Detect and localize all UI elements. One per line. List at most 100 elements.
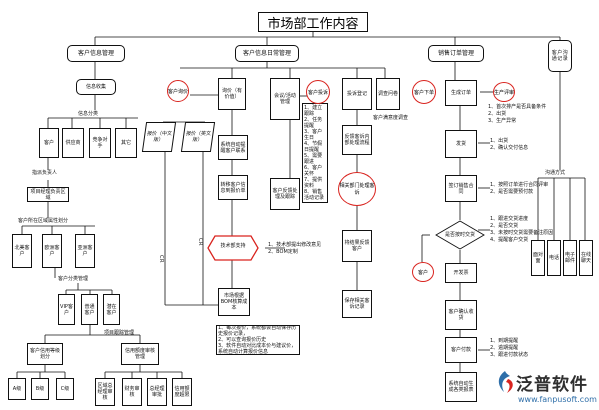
ship-box: 发货: [445, 130, 477, 158]
ship-note-1: 1、出货: [490, 138, 509, 144]
tech-support-hex: [207, 235, 259, 261]
hist-note-3: 3、软件自动对比成本价与建议价，: [218, 343, 297, 349]
audit-gm: 总经理审批: [147, 378, 167, 406]
ship-note-2: 2、确认交付信息: [490, 145, 529, 151]
delivery-diamond: [435, 220, 485, 250]
inquiry-circle: 客户询价: [167, 80, 189, 102]
prod-note-1: 1、首次排产是否具备条件: [488, 104, 547, 110]
tech-support-label: 技术部支持: [220, 243, 246, 249]
pay-note-2: 2、逾期提醒: [490, 345, 519, 351]
customer-circle: 客户: [412, 262, 434, 282]
invoice-box: 开发票: [445, 263, 477, 283]
methods-label: 沟通方式: [545, 170, 566, 176]
sys-review: 系统自动提醒客户联系: [218, 135, 248, 160]
report-box: 系统自动生成各类报表: [445, 372, 477, 402]
tech-note-1: 1、技术部提出修改意见: [268, 242, 322, 248]
hist-note-4: 系统自动计算报价信息: [218, 349, 269, 355]
tech-note-2: 2、BOM定制: [268, 249, 298, 255]
delivery-note-4: 4、提醒客户交货: [490, 237, 529, 243]
side-item-2: 2、任务提醒: [304, 117, 323, 129]
sub-vip: VIP客户: [58, 294, 75, 325]
cat-customer: 客户: [39, 128, 59, 158]
staffing: 项目经理负责区域: [27, 187, 69, 202]
side-item-1: 1、建立跟踪: [304, 105, 323, 117]
audit-finance: 财务审核: [122, 378, 142, 406]
col-daily-mgmt: 客户信息日常管理: [235, 45, 299, 62]
contract-note-2: 2、是否需要预付款: [490, 189, 534, 195]
assign-label: 指派负责人: [32, 170, 58, 176]
level-b: B级: [31, 378, 49, 400]
payment-box: 客户付款: [445, 337, 477, 363]
dispatch-box: 反馈客诉内部处理流程: [342, 125, 372, 155]
fanpu-logo: 泛普软件 www.fanpusoft.com: [494, 368, 599, 410]
bid-box: 询价（有价值）: [218, 78, 246, 110]
audit-limit: 信用额度超限: [172, 378, 192, 406]
side-item-8: 8、销售活动记录: [304, 189, 325, 201]
region-attr-label: 客户所在区域属性划分: [18, 218, 69, 224]
cr-label-1: CR: [158, 255, 164, 263]
col-sales-order: 销售订单管理: [428, 45, 484, 62]
side-item-4: 4、节假日提醒: [304, 141, 323, 153]
logo-mark-icon: [498, 371, 513, 393]
side-item-7: 7、提供资料: [304, 177, 323, 189]
hist-note-1: 1、每次报价，系统都会自动保存历史报价记录，: [218, 325, 297, 337]
order-box: 生成订单: [445, 80, 477, 106]
order-circle: 客户下单: [412, 80, 436, 104]
level-c: C级: [56, 378, 74, 400]
followup-notes: 1、建立跟踪 2、任务提醒 3、客户生日 4、节假日提醒 5、需要跟进 6、客户…: [302, 103, 328, 203]
info-classify-label: 信息分类: [78, 111, 99, 117]
feedback-box: 客户反馈处理及跟踪: [270, 178, 300, 210]
region-eu: 欧洲客户: [42, 234, 62, 268]
info-collect: 信息收集: [76, 79, 116, 95]
contract-box: 签订销售合同: [445, 175, 477, 202]
col-communication: 客户沟通记录: [548, 40, 572, 72]
delivery-note-3: 3、未按时交货需要备注原因: [490, 230, 554, 236]
quote-en: 报价（英文版）: [180, 122, 216, 152]
result-circle: 相关部门处理客诉: [338, 172, 376, 206]
complaint-circle: 客户投诉: [306, 80, 330, 104]
close-loop: 将结果反馈客户: [342, 230, 372, 262]
cat-other: 其它: [115, 128, 137, 158]
side-item-5: 5、需要跟进: [304, 153, 323, 165]
col-customer-info: 客户信息管理: [67, 45, 125, 62]
meeting-box: 会议/活动管理: [270, 78, 300, 120]
cat-competitor: 竞争对手: [89, 128, 111, 158]
level-a: A级: [8, 378, 26, 400]
cat-supplier: 供应商: [62, 128, 84, 158]
page-title: 市场部工作内容: [258, 12, 368, 32]
prod-circle: 生产评审: [493, 82, 515, 102]
region-na: 北美客户: [12, 234, 32, 268]
logo-name: 泛普软件: [516, 375, 588, 395]
audit-regional: 区域总经理审核: [95, 378, 115, 406]
region-asia: 亚洲客户: [75, 234, 95, 268]
archive-box: 保存相关客诉记录: [342, 290, 372, 318]
cr-label-2: CR: [197, 238, 203, 246]
survey-box: 调查问卷: [376, 78, 400, 110]
confirm-box: 客户确认收货: [445, 300, 477, 330]
method-chat: 在线聊天: [579, 240, 593, 276]
satisfaction-label: 客户满意度调查: [373, 115, 409, 121]
side-item-6: 6、客户关怀: [304, 165, 323, 177]
project-tracking-label: 项目跟踪管理: [104, 330, 135, 336]
side-item-3: 3、客户生日: [304, 129, 323, 141]
method-email: 电子邮件: [563, 240, 577, 276]
prod-note-2: 2、出货: [488, 111, 507, 117]
logo-url[interactable]: www.fanpusoft.com: [518, 395, 597, 404]
prod-note-3: 3、生产异常: [488, 118, 517, 124]
cat-mgmt-label: 客户分类管理: [58, 276, 89, 282]
credit-division: 客户信用等级划分: [27, 343, 63, 365]
pay-note-1: 1、到期提醒: [490, 338, 519, 344]
credit-mgmt: 信用额度审核管理: [121, 343, 159, 365]
complaint-box: 投诉登记: [342, 78, 372, 110]
quote-cn: 报价（中文版）: [141, 122, 177, 152]
method-face: 面对面: [531, 240, 545, 276]
sub-normal: 普通客户: [81, 294, 98, 325]
convert-quote: 转移客户信息到报价单: [218, 175, 248, 200]
delivery-note-2: 2、是否交货: [490, 223, 519, 229]
quote-history-notes: 1、每次报价，系统都会自动保存历史报价记录， 2、可以查询报价历史 3、软件自动…: [216, 325, 300, 355]
delivery-question: 是否按时交货: [445, 232, 476, 238]
method-phone: 电话: [547, 240, 561, 276]
delivery-note-1: 1、跟进交货进度: [490, 216, 529, 222]
